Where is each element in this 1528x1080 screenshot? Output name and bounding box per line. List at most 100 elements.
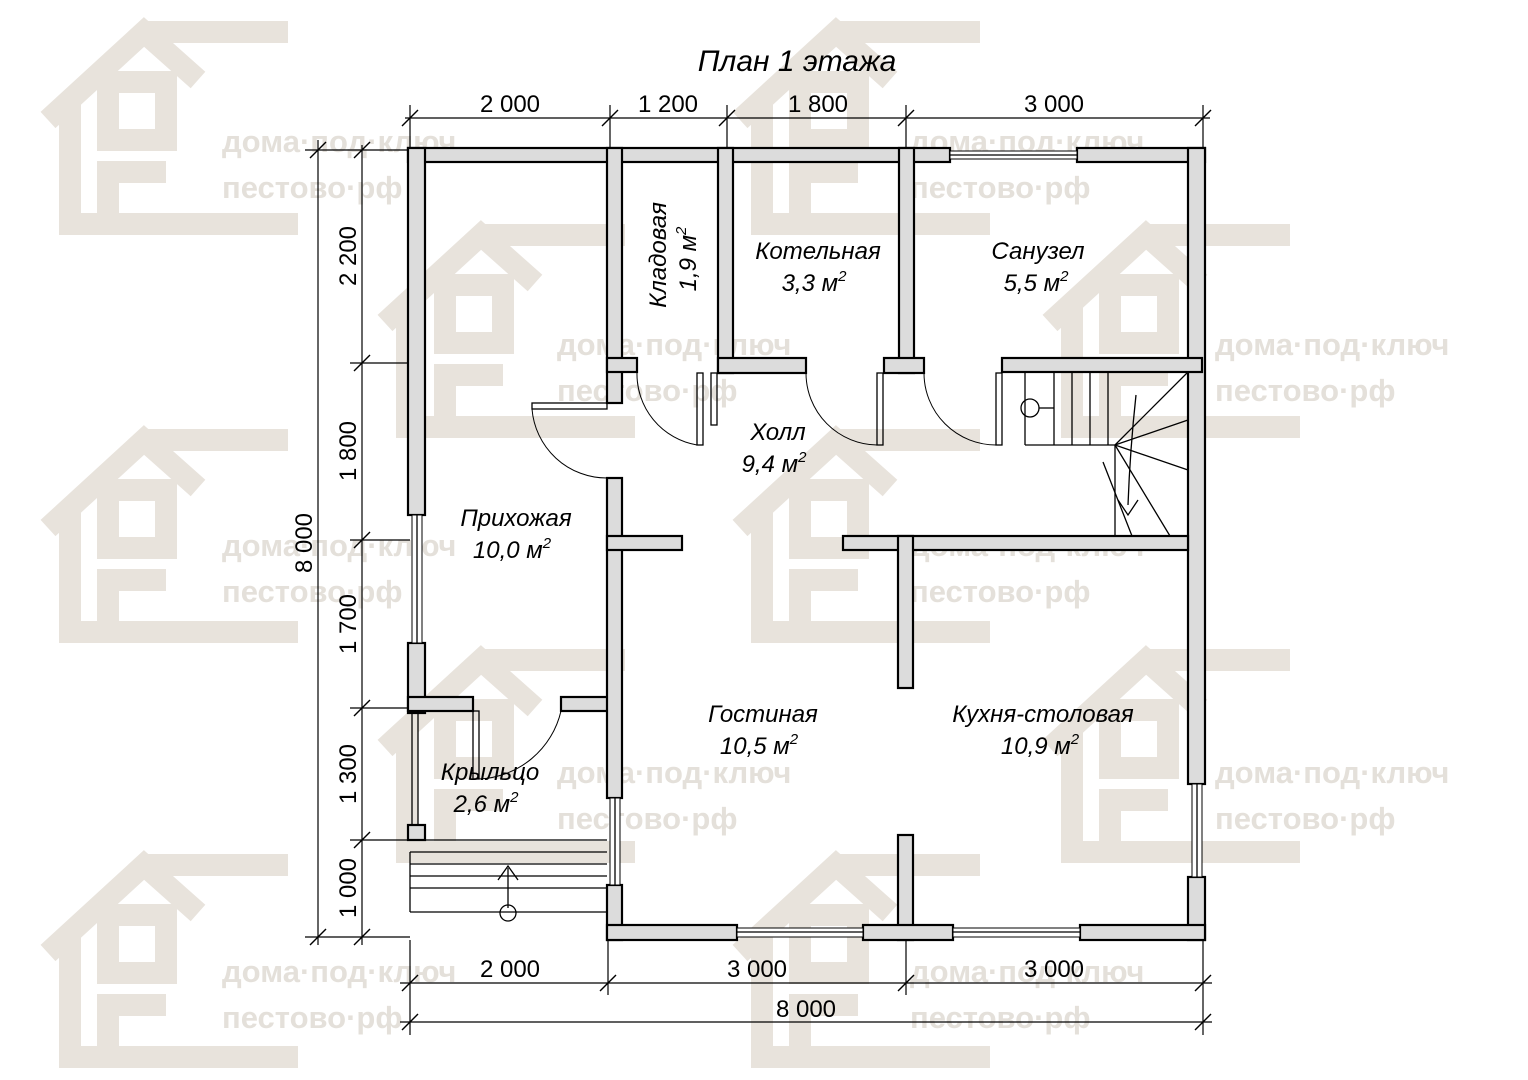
room-bathroom-name: Санузел [991, 238, 1085, 265]
exterior-wall-top [406, 146, 952, 164]
room-kitchen-area: 10,9 м2 [1001, 731, 1080, 760]
door-swing [636, 371, 698, 446]
dimension-tick [401, 109, 419, 127]
dimension-tick [309, 141, 327, 159]
porch-wall-stub [406, 695, 475, 713]
kitchen-wall-partition [896, 534, 915, 690]
stair-direction-arrow [1117, 499, 1139, 517]
stair-winder [1102, 461, 1133, 537]
dimension-total-label: 8 000 [776, 996, 836, 1023]
stair-winder [1114, 444, 1189, 471]
dimension-tick [353, 699, 371, 717]
exterior-wall-top [1075, 146, 1207, 164]
room-bathroom-area: 5,5 м2 [1004, 268, 1069, 297]
windows [411, 150, 1203, 938]
dimension-tick [897, 974, 915, 992]
room-boiler-name: Котельная [755, 238, 881, 265]
watermark-line1: дома·под·ключ [222, 954, 456, 989]
stair-start-icon [1020, 398, 1040, 418]
watermark-line2: пестово·рф [1215, 801, 1395, 836]
dimension-label: 3 000 [1024, 956, 1084, 983]
stair-winder [1114, 371, 1189, 446]
room-storage-label: Кладовая 1,9 м2 [645, 202, 702, 308]
room-name: Кладовая [645, 202, 672, 308]
door-leaf [995, 372, 1003, 446]
dimension-lines [305, 105, 1212, 1035]
boiler-wall-bottom [716, 356, 808, 375]
dimension-label: 2 000 [480, 91, 540, 118]
door-swing [531, 408, 608, 479]
dimension-label: 2 200 [335, 226, 362, 286]
dimension-label: 1 300 [335, 744, 362, 804]
watermark-line2: пестово·рф [222, 574, 402, 609]
stair-winder [1114, 419, 1189, 446]
porch-rails [411, 711, 607, 841]
room-living-area: 10,5 м2 [720, 731, 799, 760]
plan-title: План 1 этажа [698, 45, 897, 78]
dimension-total-label: 8 000 [291, 513, 318, 573]
walls [406, 146, 1207, 942]
partition-stub [605, 534, 684, 552]
watermark-line2: пестово·рф [557, 373, 737, 408]
boiler-wall-stub [882, 356, 926, 375]
exterior-wall-bottom [861, 923, 955, 942]
room-porch-name: Крыльцо [441, 759, 539, 786]
room-area: 1,9 м2 [673, 226, 702, 291]
room-entrance-name: Прихожая [460, 505, 571, 532]
door-leaf [696, 372, 704, 446]
exterior-wall-bottom [1078, 923, 1207, 942]
door-swing [805, 372, 878, 446]
porch-arrow-head [497, 864, 519, 881]
watermark-line2: пестово·рф [910, 574, 1090, 609]
dimension-tick [401, 1013, 419, 1031]
room-porch-area: 2,6 м2 [453, 789, 519, 818]
door-leaf [472, 710, 480, 780]
interior-wall-entrance [605, 476, 624, 800]
watermark-line2: пестово·рф [1215, 373, 1395, 408]
watermark-line1: дома·под·ключ [557, 755, 791, 790]
dimension-label: 1 000 [335, 858, 362, 918]
dimension-label: 1 800 [335, 421, 362, 481]
dimension-label: 1 800 [788, 91, 848, 118]
dimension-tick [353, 531, 371, 549]
watermark-line1: дома·под·ключ [1215, 755, 1449, 790]
dimension-tick [599, 974, 617, 992]
porch-arrow-start-icon [499, 904, 517, 922]
interior-wall-storage [605, 146, 624, 405]
dimension-label: 3 000 [727, 956, 787, 983]
stairs [1020, 371, 1189, 537]
door-swing [478, 710, 562, 780]
watermark-line2: пестово·рф [910, 1000, 1090, 1035]
room-living-name: Гостиная [708, 701, 818, 728]
door-leaf [531, 402, 608, 410]
room-hall-area: 9,4 м2 [742, 449, 807, 478]
door-swing [923, 372, 997, 446]
dimension-label: 2 000 [480, 956, 540, 983]
exterior-wall-right [1186, 146, 1207, 786]
door-leaf [710, 372, 718, 426]
room-kitchen-name: Кухня-столовая [952, 701, 1134, 728]
interior-wall-storage-right [716, 146, 735, 375]
room-entrance-area: 10,0 м2 [473, 535, 552, 564]
dimension-tick [401, 974, 419, 992]
exterior-wall-left [406, 146, 427, 517]
dimension-tick [353, 354, 371, 372]
dimension-label: 3 000 [1024, 91, 1084, 118]
room-hall-name: Холл [749, 419, 806, 446]
room-boiler-area: 3,3 м2 [782, 268, 847, 297]
dimension-tick [353, 831, 371, 849]
door-leaf [876, 372, 884, 446]
stair-direction-line [1127, 394, 1137, 506]
doors [472, 371, 1003, 780]
dimension-tick [718, 109, 736, 127]
watermark-line2: пестово·рф [222, 1000, 402, 1035]
dimension-tick [897, 109, 915, 127]
dimension-tick [1194, 109, 1212, 127]
exterior-wall-bottom [605, 923, 739, 942]
dimension-label: 1 200 [638, 91, 698, 118]
dimension-label: 1 700 [335, 594, 362, 654]
porch-post [406, 823, 427, 842]
dimension-tick [1194, 974, 1212, 992]
kitchen-wall-top [841, 534, 1190, 552]
